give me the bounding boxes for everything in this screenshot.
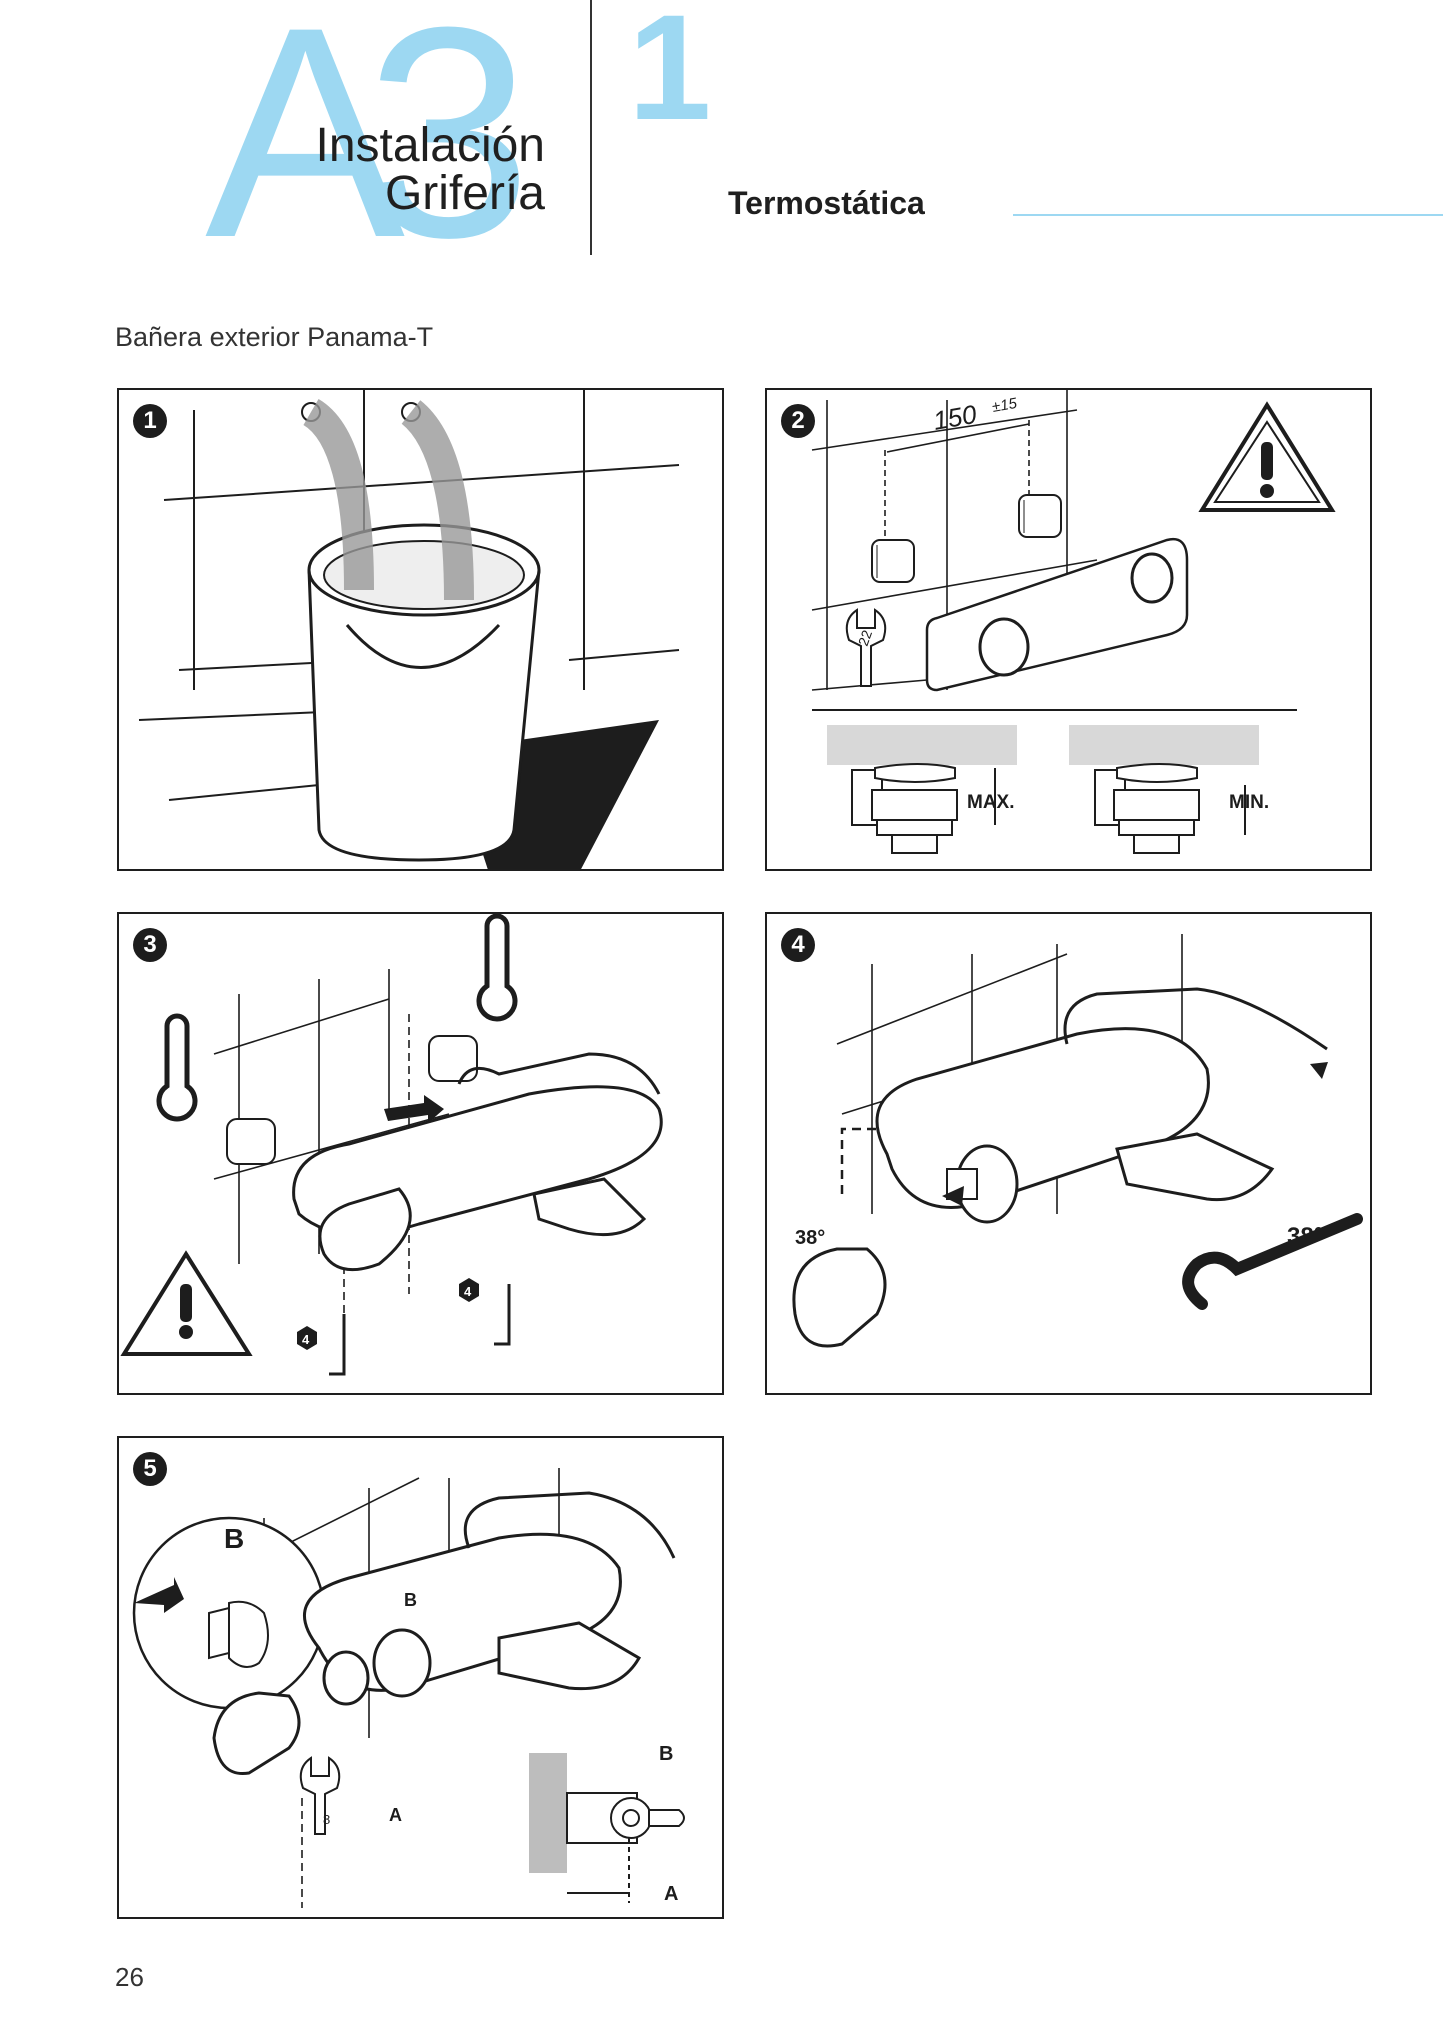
step-badge: 1 [133, 404, 167, 438]
product-name: Bañera exterior Panama-T [115, 322, 434, 352]
step-2-panel: 2 150 ±15 [765, 388, 1372, 871]
temp-label-left: 38° [795, 1227, 825, 1249]
wrench-icon [299, 1756, 341, 1835]
thermometer-icon [1182, 1213, 1363, 1310]
page-header: A3 Instalación Grifería 1 Termostática [0, 0, 1443, 282]
eccentric-connector-illustration: 150 ±15 22 [811, 390, 1336, 854]
wall-section [529, 1753, 567, 1873]
page-number: 26 [115, 1962, 144, 1992]
chapter-subtitle: Termostática [728, 185, 925, 221]
warning-icon [1198, 401, 1336, 512]
step-5-panel: 5 B B A 8 [117, 1436, 724, 1919]
wrench-icon [845, 608, 887, 687]
max-label: MAX. [967, 792, 1015, 813]
label-b-zoom: B [224, 1523, 244, 1554]
connector-fitting-icon [226, 1035, 478, 1165]
section-title-line2: Grifería [384, 167, 545, 220]
hex-key-size-2: 4 [464, 1284, 472, 1299]
step-3-panel: 3 [117, 912, 724, 1395]
wall-rosette-icon [925, 537, 1189, 692]
step-badge: 2 [781, 404, 815, 438]
mixer-body-icon [292, 1052, 663, 1272]
accent-rule [1013, 214, 1443, 216]
water-hose-icon [301, 399, 474, 601]
label-b-body: B [404, 1590, 417, 1610]
label-a-body: A [389, 1805, 402, 1825]
thermometer-icon [156, 914, 518, 1122]
warning-icon [120, 1250, 253, 1356]
step-badge: 3 [133, 928, 167, 962]
cartridge-removal-illustration: B B A 8 B A [132, 1468, 685, 1908]
hex-key-icon [297, 1278, 511, 1376]
header-divider [590, 0, 592, 255]
wrench-size-label: 22 [855, 628, 875, 648]
step-badge: 4 [781, 928, 815, 962]
label-a-detail: A [664, 1883, 678, 1905]
chapter-number: 1 [628, 0, 712, 151]
hex-key-size-1: 4 [302, 1332, 310, 1347]
temperature-calibration-illustration: 38° 38° [792, 934, 1363, 1348]
label-b-detail: B [659, 1743, 673, 1765]
min-label: MIN. [1229, 792, 1269, 813]
tolerance-label: ±15 [991, 395, 1019, 416]
section-code: A3 [205, 0, 532, 300]
wrench-size-label: 8 [323, 1812, 330, 1827]
step-badge: 5 [133, 1452, 167, 1486]
bucket-icon [307, 523, 541, 862]
section-title: Instalación Grifería [316, 122, 545, 218]
connector-fitting-icon [871, 494, 1062, 583]
section-title-line1: Instalación [315, 119, 545, 172]
arrow-icon [384, 1095, 444, 1123]
mixer-body-icon [212, 1491, 676, 1776]
step-1-panel: 1 [117, 388, 724, 871]
thermostat-handle-icon [792, 1247, 887, 1348]
bucket-flush-illustration [138, 390, 680, 869]
mixer-body-icon [875, 987, 1328, 1224]
mixer-mount-illustration: 4 4 [120, 914, 663, 1376]
rotate-arrow-icon [942, 1062, 1328, 1206]
cross-section-detail-icon [566, 1792, 685, 1903]
step-4-panel: 4 38° 38° [765, 912, 1372, 1395]
dimension-label: 150 [931, 399, 979, 436]
